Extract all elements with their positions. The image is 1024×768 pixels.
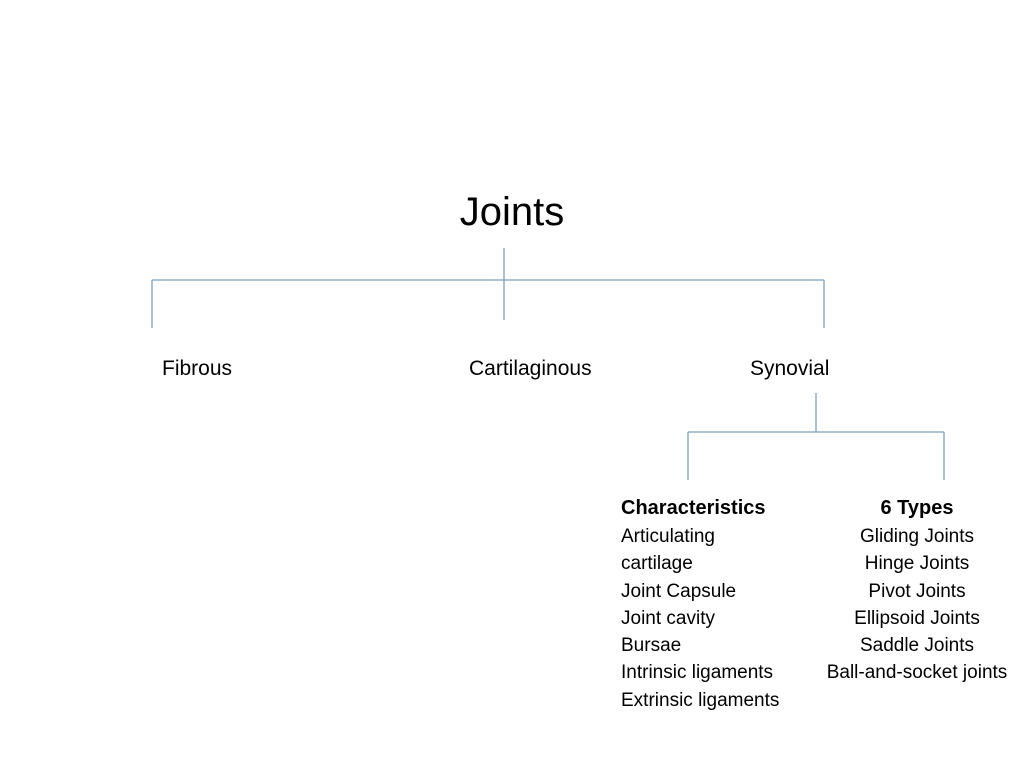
node-cartilaginous: Cartilaginous (469, 357, 592, 380)
list-item: Bursae (621, 635, 682, 657)
node-synovial: Synovial (750, 357, 830, 380)
list-item: Ball-and-socket joints (826, 662, 1008, 684)
characteristics-block: Characteristics Articulating cartilage J… (621, 494, 811, 714)
list-item: Gliding Joints (859, 526, 975, 547)
list-item: Intrinsic ligaments (621, 662, 774, 684)
list-item: Extrinsic ligaments (621, 689, 780, 711)
diagram-title: Joints (459, 190, 565, 234)
types-list: Gliding Joints Hinge Joints Pivot Joints… (812, 523, 1022, 687)
types-block: 6 Types Gliding Joints Hinge Joints Pivo… (812, 494, 1022, 687)
list-item: Joint cavity (621, 607, 715, 629)
list-item: Joint Capsule (621, 580, 737, 602)
types-heading: 6 Types (880, 497, 954, 519)
list-item: Articulating (621, 526, 715, 547)
list-item: Ellipsoid Joints (854, 607, 980, 629)
list-item: Saddle Joints (859, 635, 975, 657)
list-item: Hinge Joints (864, 553, 970, 575)
list-item: cartilage (621, 553, 693, 575)
characteristics-heading: Characteristics (621, 497, 766, 519)
node-fibrous: Fibrous (162, 357, 233, 380)
list-item: Pivot Joints (868, 580, 966, 602)
characteristics-list: Articulating cartilage Joint Capsule Joi… (621, 523, 811, 714)
